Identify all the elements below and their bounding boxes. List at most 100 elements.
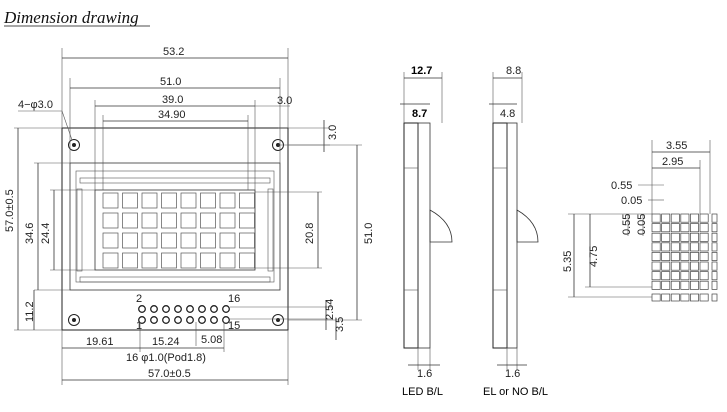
dot-pixel xyxy=(680,213,690,223)
dot-pixel-next-row xyxy=(670,293,680,302)
character-grid xyxy=(102,192,255,269)
dot-pixel-next-row xyxy=(699,293,709,302)
dot-pixel xyxy=(661,261,671,271)
bottom-strip xyxy=(79,276,271,283)
dot-pixel xyxy=(651,232,661,242)
hole-top-left-center xyxy=(72,143,76,147)
dot-pixel xyxy=(661,213,671,223)
dot-pixel-next-char xyxy=(711,223,718,233)
dot-pixel-next-row xyxy=(680,293,690,302)
char-cell xyxy=(200,252,216,269)
pin-label-1: 1 xyxy=(136,320,142,332)
pin-label-15: 15 xyxy=(228,320,240,332)
dim-11-2: 11.2 xyxy=(24,301,36,322)
dot-pixel xyxy=(690,223,699,233)
detail-dim-0-05-v: 0.05 xyxy=(636,214,648,235)
detail-dim-5-35: 5.35 xyxy=(562,251,574,272)
dim-39-0: 39.0 xyxy=(162,94,183,106)
dim-3-5: 3.5 xyxy=(334,317,346,332)
connector-pin xyxy=(210,305,218,313)
connector-pin xyxy=(186,305,194,313)
dot-pixel xyxy=(661,223,671,233)
char-cell xyxy=(180,192,197,209)
dot-pixel xyxy=(699,261,709,271)
char-cell xyxy=(161,232,177,249)
dot-pixel xyxy=(680,261,690,271)
char-cell xyxy=(239,192,255,209)
dim-3-0-top: 3.0 xyxy=(277,95,292,107)
char-cell xyxy=(102,192,119,209)
dim-53-2: 53.2 xyxy=(163,46,184,58)
dot-pixel xyxy=(699,242,709,252)
char-cell xyxy=(122,252,138,269)
dot-pixel xyxy=(661,252,671,261)
el-panel-back xyxy=(506,122,518,349)
detail-dim-0-55-v: 0.55 xyxy=(621,214,633,235)
char-cell xyxy=(122,232,138,249)
pcb-outline xyxy=(61,127,289,331)
side-view-led: 12.7 8.7 1.6 LED B/L xyxy=(400,65,453,398)
char-cell xyxy=(239,252,255,269)
dot-pixel xyxy=(651,280,661,290)
connector-pin xyxy=(198,316,206,324)
connector-pin xyxy=(222,316,230,324)
char-cell xyxy=(161,212,177,229)
dim-19-61: 19.61 xyxy=(86,336,114,348)
char-cell xyxy=(239,232,255,249)
dot-pixel xyxy=(699,280,709,290)
char-cell xyxy=(180,212,197,229)
char-cell xyxy=(122,212,138,229)
char-cell xyxy=(219,252,236,269)
dot-pixel xyxy=(699,252,709,261)
connector-pins xyxy=(138,305,230,324)
connector-pin xyxy=(150,305,158,313)
holes-leader xyxy=(61,110,73,141)
hole-bottom-left-center xyxy=(72,318,76,322)
dot-pixel xyxy=(661,271,671,281)
dot-pixel xyxy=(680,280,690,290)
dot-pixel xyxy=(690,242,699,252)
hole-top-left xyxy=(68,139,80,151)
dot-pixel xyxy=(651,252,661,261)
dot-pixel xyxy=(651,242,661,252)
pin-label-16: 16 xyxy=(228,293,240,305)
dot-pixel xyxy=(670,271,680,281)
dot-pixel xyxy=(699,271,709,281)
char-cell xyxy=(219,192,236,209)
led-dim-bottom: 1.6 xyxy=(417,368,432,380)
dim-51-0: 51.0 xyxy=(160,76,181,88)
connector-pin xyxy=(222,305,230,313)
char-cell xyxy=(200,212,216,229)
dot-pixel xyxy=(680,252,690,261)
top-strip xyxy=(79,177,271,184)
dim-57-0-left: 57.0±0.5 xyxy=(4,189,16,232)
dot-pixel xyxy=(699,213,709,223)
dot-pixel xyxy=(651,223,661,233)
connector-pin xyxy=(162,305,170,313)
char-cell xyxy=(180,232,197,249)
dot-pixel-next-char xyxy=(711,242,718,252)
dot-pixel-next-char xyxy=(711,213,718,223)
el-dim-inner: 4.8 xyxy=(500,108,515,120)
bezel-outline xyxy=(69,162,281,291)
el-connector xyxy=(516,209,539,243)
char-cell xyxy=(200,232,216,249)
el-dim-bottom: 1.6 xyxy=(505,368,520,380)
char-cell xyxy=(219,212,236,229)
dot-pixel xyxy=(690,280,699,290)
char-cell xyxy=(161,252,177,269)
connector-pin xyxy=(198,305,206,313)
dot-pixel xyxy=(680,223,690,233)
dot-pixel xyxy=(670,213,680,223)
detail-dim-2-95: 2.95 xyxy=(662,156,683,168)
dot-pixel xyxy=(670,242,680,252)
char-cell xyxy=(200,192,216,209)
drawing-title: Dimension drawing xyxy=(3,8,139,27)
dot-pixel xyxy=(699,223,709,233)
dot-pixel xyxy=(680,232,690,242)
dot-pixel xyxy=(661,232,671,242)
dot-grid xyxy=(651,213,718,302)
dot-pixel-next-row xyxy=(661,293,671,302)
dim-34-6: 34.6 xyxy=(24,223,36,244)
dot-pixel-next-char xyxy=(711,280,718,290)
